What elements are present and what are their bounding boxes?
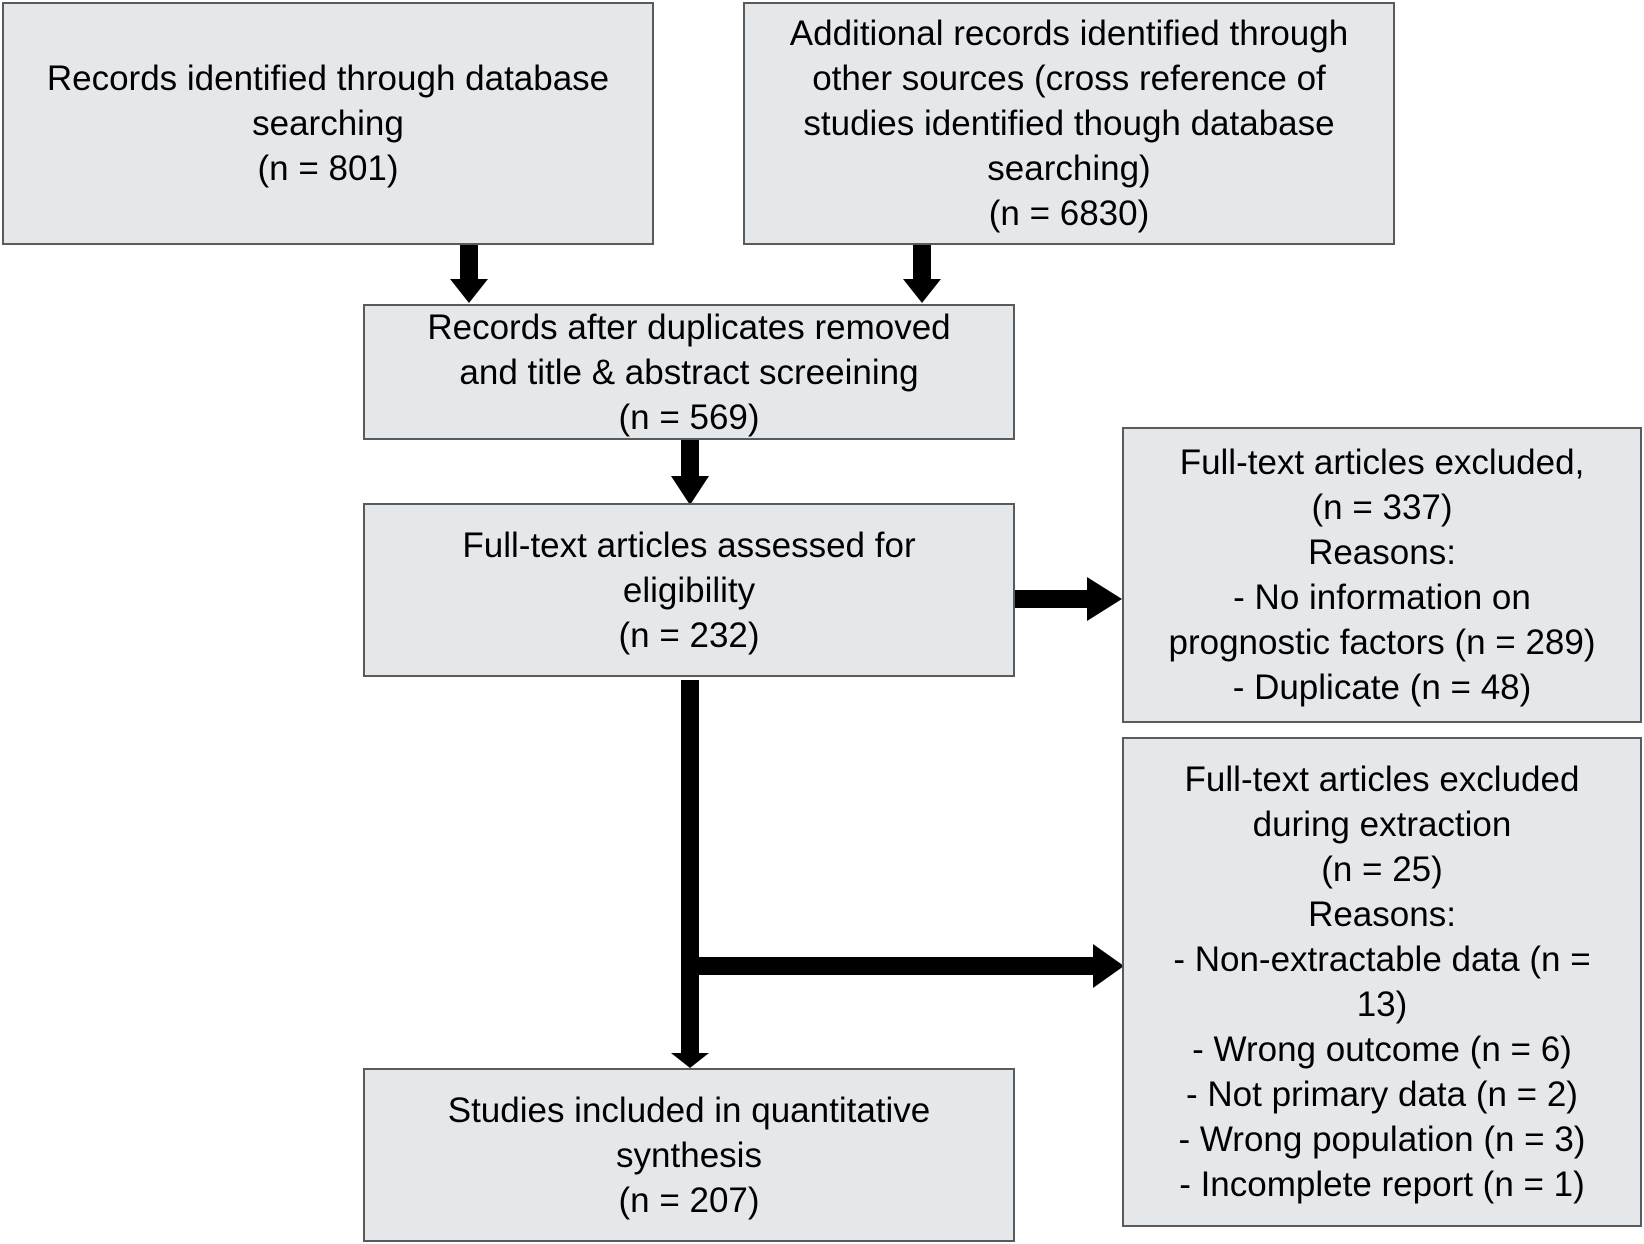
fulltext-excluded-line: Full-text articles excluded,: [1179, 443, 1585, 482]
extraction-excluded-reason: - Not primary data (n = 2): [1186, 1075, 1578, 1114]
fulltext-assessed-box: Full-text articles assessed for eligibil…: [363, 503, 1015, 677]
studies-included-line: synthesis: [616, 1135, 762, 1175]
additional-records-line: Additional records identified through: [789, 14, 1349, 53]
additional-records-line: other sources (cross reference of: [812, 59, 1326, 98]
fulltext-assessed-line: eligibility: [622, 570, 756, 610]
extraction-excluded-reason: - Wrong outcome (n = 6): [1192, 1030, 1572, 1069]
dedup-screening-box: Records after duplicates removed and tit…: [363, 304, 1015, 440]
fulltext-excluded-reason: - Duplicate (n = 48): [1232, 668, 1532, 707]
arrow-other-to-dedup-shaft: [913, 245, 931, 281]
arrow-fulltext-to-included-head: [671, 1053, 709, 1068]
fulltext-excluded-count: (n = 337): [1311, 488, 1453, 527]
fulltext-excluded-line: Reasons:: [1308, 533, 1456, 572]
records-database-box: Records identified through database sear…: [2, 2, 654, 245]
arrow-dedup-to-fulltext-shaft: [681, 440, 699, 478]
extraction-excluded-reason: - Incomplete report (n = 1): [1179, 1165, 1585, 1204]
extraction-excluded-box: Full-text articles excluded during extra…: [1122, 737, 1642, 1227]
arrow-other-to-dedup-head: [903, 279, 941, 303]
dedup-screening-line: and title & abstract screeining: [459, 352, 919, 392]
arrow-db-to-dedup-head: [450, 279, 488, 303]
arrow-dedup-to-fulltext-head: [671, 476, 709, 505]
extraction-excluded-line: Reasons:: [1308, 895, 1456, 934]
extraction-excluded-count: (n = 25): [1321, 850, 1443, 889]
extraction-excluded-reason: - Wrong population (n = 3): [1178, 1120, 1586, 1159]
records-database-line: Records identified through database: [46, 59, 610, 98]
additional-records-line: studies identified though database: [803, 104, 1335, 143]
arrow-branch-to-extraction-head: [1093, 944, 1124, 988]
arrow-branch-to-extraction-shaft: [699, 957, 1095, 975]
additional-records-box: Additional records identified through ot…: [743, 2, 1395, 245]
studies-included-count: (n = 207): [618, 1180, 760, 1220]
arrow-fulltext-to-excluded-head: [1087, 577, 1122, 621]
arrow-db-to-dedup-shaft: [460, 245, 478, 281]
dedup-screening-count: (n = 569): [618, 397, 760, 437]
arrow-fulltext-to-included-shaft: [681, 680, 699, 1055]
dedup-screening-line: Records after duplicates removed: [427, 307, 951, 347]
studies-included-line: Studies included in quantitative: [447, 1090, 931, 1130]
extraction-excluded-reason: 13): [1356, 985, 1408, 1024]
extraction-excluded-reason: - Non-extractable data (n =: [1173, 940, 1591, 979]
records-database-count: (n = 801): [257, 149, 399, 188]
additional-records-count: (n = 6830): [988, 194, 1150, 233]
fulltext-excluded-box: Full-text articles excluded, (n = 337) R…: [1122, 427, 1642, 723]
extraction-excluded-line: Full-text articles excluded: [1184, 760, 1580, 799]
studies-included-box: Studies included in quantitative synthes…: [363, 1068, 1015, 1242]
records-database-line: searching: [252, 104, 404, 143]
fulltext-assessed-count: (n = 232): [618, 615, 760, 655]
arrow-fulltext-to-excluded-shaft: [1015, 590, 1089, 608]
extraction-excluded-line: during extraction: [1252, 805, 1512, 844]
fulltext-assessed-line: Full-text articles assessed for: [462, 525, 916, 565]
fulltext-excluded-reason: - No information on: [1233, 578, 1531, 617]
fulltext-excluded-reason: prognostic factors (n = 289): [1168, 623, 1596, 662]
additional-records-line: searching): [987, 149, 1151, 188]
